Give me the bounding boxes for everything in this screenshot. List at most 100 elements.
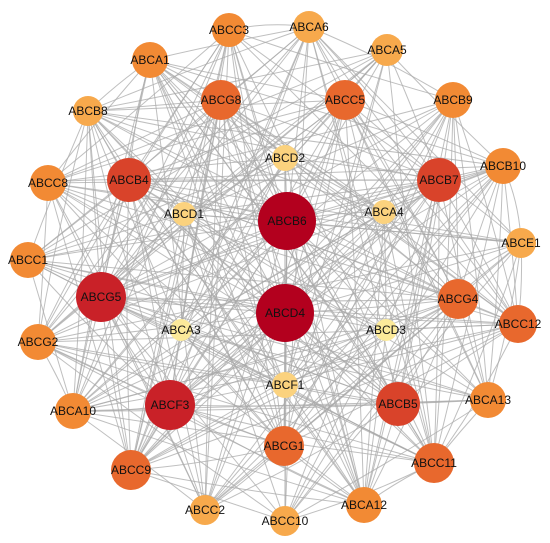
node-label: ABCG5 (81, 290, 122, 304)
edge-ABCC9-ABCE1 (130, 242, 522, 471)
edge-ABCC12-ABCC3 (228, 29, 519, 325)
node-label: ABCA10 (50, 404, 96, 418)
edge-ABCG2-ABCF1 (37, 341, 286, 386)
node-ABCA5[interactable]: ABCA5 (367, 34, 407, 66)
edge-ABCG1-ABCB9 (283, 99, 454, 447)
node-ABCD3[interactable]: ABCD3 (366, 319, 406, 341)
node-ABCC1[interactable]: ABCC1 (8, 242, 48, 278)
edge-ABCF3-ABCB4 (128, 179, 171, 406)
node-circle (438, 279, 478, 319)
edge-ABCA13-ABCA3 (180, 329, 489, 401)
node-ABCG4[interactable]: ABCG4 (438, 279, 479, 319)
node-ABCC8[interactable]: ABCC8 (28, 165, 68, 201)
node-ABCC3[interactable]: ABCC3 (209, 13, 249, 47)
edge-ABCC8-ABCD2 (47, 157, 286, 184)
node-ABCE1[interactable]: ABCE1 (501, 228, 541, 258)
node-circle (172, 202, 196, 226)
edge-ABCC5-ABCF1 (284, 99, 346, 386)
edge-ABCA13-ABCD1 (183, 213, 489, 401)
node-ABCC9[interactable]: ABCC9 (111, 450, 151, 490)
edge-ABCB8-ABCA3 (87, 110, 182, 331)
edge-ABCC5-ABCA12 (344, 99, 365, 506)
node-label: ABCA12 (341, 498, 387, 512)
node-ABCG2[interactable]: ABCG2 (18, 324, 59, 360)
node-ABCB4[interactable]: ABCB4 (107, 158, 151, 202)
edge-ABCA1-ABCA13 (149, 59, 489, 401)
node-ABCG1[interactable]: ABCG1 (264, 426, 305, 466)
node-ABCF3[interactable]: ABCF3 (145, 380, 195, 430)
node-ABCC12[interactable]: ABCC12 (495, 305, 542, 343)
node-circle (375, 319, 397, 341)
node-ABCC10[interactable]: ABCC10 (262, 506, 309, 536)
edge-ABCB10-ABCB8 (87, 110, 504, 167)
edge-ABCG1-ABCB10 (283, 165, 504, 447)
edge-ABCA12-ABCD1 (183, 213, 365, 506)
node-label: ABCC3 (209, 23, 249, 37)
edge-ABCG5-ABCA12 (100, 296, 365, 506)
edge-ABCC12-ABCD2 (284, 157, 519, 325)
edge-ABCC9-ABCD1 (130, 213, 185, 471)
node-circle (145, 380, 195, 430)
node-ABCA3[interactable]: ABCA3 (161, 319, 201, 341)
node-circle (417, 158, 461, 202)
node-ABCB7[interactable]: ABCB7 (417, 158, 461, 202)
node-ABCA1[interactable]: ABCA1 (130, 42, 170, 78)
edge-ABCA10-ABCA12 (72, 410, 365, 506)
node-ABCC5[interactable]: ABCC5 (325, 80, 365, 120)
node-ABCA13[interactable]: ABCA13 (465, 382, 511, 418)
node-ABCF1[interactable]: ABCF1 (266, 372, 305, 398)
node-label: ABCB9 (433, 93, 473, 107)
node-ABCA10[interactable]: ABCA10 (50, 393, 96, 429)
edge-ABCD2-ABCA3 (180, 157, 286, 331)
node-ABCD1[interactable]: ABCD1 (164, 202, 204, 226)
node-label: ABCG4 (438, 292, 479, 306)
edge-ABCB9-ABCA12 (363, 99, 454, 506)
edge-ABCB10-ABCA13 (487, 165, 504, 401)
node-circle (470, 382, 506, 418)
edge-ABCE1-ABCC2 (204, 242, 522, 511)
edge-ABCB7-ABCG8 (220, 99, 440, 181)
node-ABCD2[interactable]: ABCD2 (265, 145, 305, 171)
node-ABCB6[interactable]: ABCB6 (258, 192, 316, 250)
node-label: ABCG8 (201, 93, 242, 107)
node-label: ABCC10 (262, 514, 309, 528)
edge-ABCG4-ABCB9 (452, 99, 459, 300)
node-circle (190, 495, 220, 525)
node-ABCA4[interactable]: ABCA4 (364, 200, 404, 224)
edge-ABCA4-ABCA3 (180, 211, 385, 331)
node-ABCC2[interactable]: ABCC2 (185, 495, 225, 525)
edge-ABCA12-ABCD3 (363, 329, 387, 506)
node-ABCB8[interactable]: ABCB8 (68, 96, 108, 126)
node-circle (506, 228, 536, 258)
edge-ABCC3-ABCD1 (183, 29, 230, 215)
node-ABCA12[interactable]: ABCA12 (341, 487, 387, 523)
node-label: ABCD4 (265, 306, 305, 320)
node-circle (376, 382, 420, 426)
edge-ABCF3-ABCG4 (169, 298, 459, 406)
edge-ABCB10-ABCC10 (284, 165, 504, 522)
node-ABCD4[interactable]: ABCD4 (256, 284, 314, 342)
node-circle (414, 443, 454, 483)
node-ABCG5[interactable]: ABCG5 (76, 272, 126, 322)
node-circle (372, 200, 396, 224)
node-label: ABCG2 (18, 335, 59, 349)
edge-ABCC11-ABCG2 (37, 341, 435, 464)
node-ABCB10[interactable]: ABCB10 (480, 148, 526, 184)
node-circle (132, 42, 168, 78)
node-label: ABCC2 (185, 503, 225, 517)
node-circle (435, 82, 471, 118)
node-circle (30, 165, 66, 201)
node-ABCB5[interactable]: ABCB5 (376, 382, 420, 426)
edge-ABCA10-ABCB8 (72, 110, 89, 412)
edge-ABCC9-ABCC12 (130, 323, 519, 471)
edge-ABCA1-ABCF1 (149, 59, 286, 386)
node-circle (499, 305, 537, 343)
node-ABCG8[interactable]: ABCG8 (201, 80, 242, 120)
node-ABCB9[interactable]: ABCB9 (433, 82, 473, 118)
node-ABCA6[interactable]: ABCA6 (289, 11, 329, 43)
edge-ABCC1-ABCD3 (27, 259, 387, 331)
node-ABCC11[interactable]: ABCC11 (411, 443, 457, 483)
edge-ABCC8-ABCF1 (47, 182, 286, 386)
edge-ABCC5-ABCA1 (149, 59, 346, 101)
